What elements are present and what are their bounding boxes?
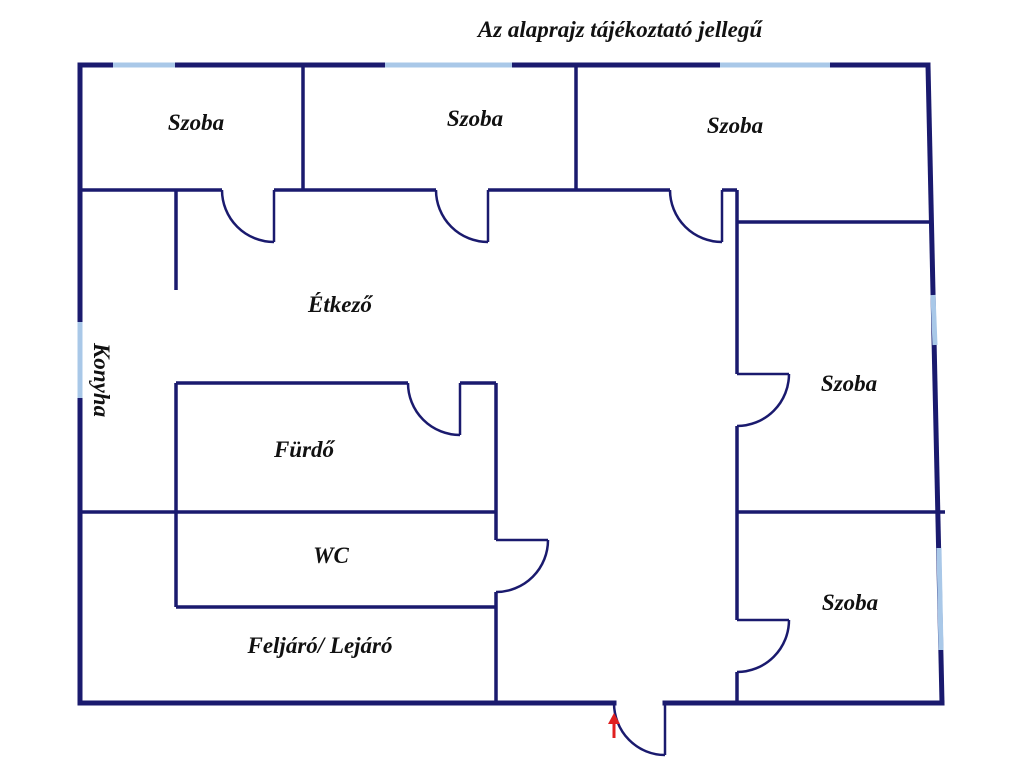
doors: [220, 189, 791, 757]
door-szoba-2: [434, 189, 490, 244]
door-wc: [495, 538, 550, 594]
room-label-etkezo: Étkező: [307, 292, 373, 317]
room-label-furdo: Fürdő: [273, 437, 336, 462]
room-label-szoba-3: Szoba: [707, 113, 763, 138]
room-label-wc: WC: [313, 543, 349, 568]
door-furdo: [406, 382, 462, 437]
room-label-szoba-2: Szoba: [447, 106, 503, 131]
door-szoba-4: [736, 372, 791, 428]
room-label-szoba-4: Szoba: [821, 371, 877, 396]
room-label-konyha: Konyha: [89, 342, 114, 417]
interior-walls: [80, 65, 945, 703]
room-label-szoba-1: Szoba: [168, 110, 224, 135]
plan-title: Az alaprajz tájékoztató jellegű: [476, 17, 764, 42]
room-label-szoba-5: Szoba: [822, 590, 878, 615]
door-entrance: [612, 702, 667, 757]
entrance-arrow-icon: [608, 713, 620, 738]
door-szoba-3: [668, 189, 724, 244]
windows: [77, 62, 944, 651]
door-szoba-5: [736, 618, 791, 674]
room-label-feljaro: Feljáró/ Lejáró: [246, 633, 392, 658]
door-szoba-1: [220, 189, 276, 244]
